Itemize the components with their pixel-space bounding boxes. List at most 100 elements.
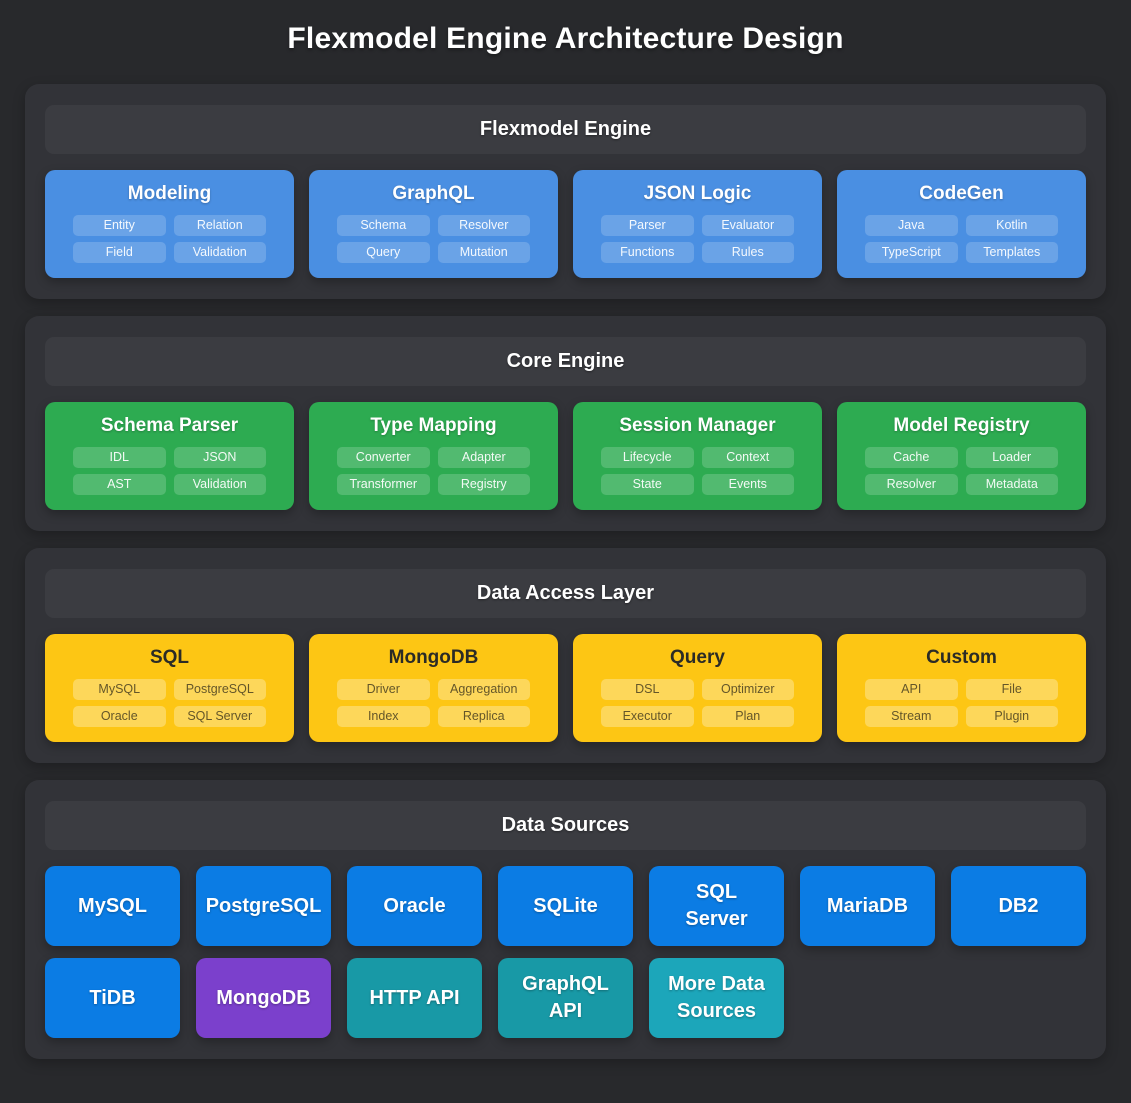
tile-sql-server: SQL Server	[649, 866, 784, 946]
tile-graphql-api: GraphQL API	[498, 958, 633, 1038]
card-title: CodeGen	[919, 183, 1004, 204]
tag-pill-api: API	[865, 679, 958, 700]
tag-pill-resolver: Resolver	[865, 474, 958, 495]
tag-pill-metadata: Metadata	[965, 474, 1058, 495]
card-title: Session Manager	[619, 415, 776, 436]
tile-sqlite: SQLite	[498, 866, 633, 946]
tag-pill-adapter: Adapter	[437, 447, 530, 468]
section-title: Core Engine	[506, 350, 625, 372]
tag-pill-registry: Registry	[437, 474, 530, 495]
tag-pill-parser: Parser	[601, 215, 694, 236]
tag-pill-ast: AST	[73, 474, 166, 495]
tag-pill-aggregation: Aggregation	[437, 679, 530, 700]
tag-pill-cache: Cache	[865, 447, 958, 468]
tag-pill-rules: Rules	[701, 242, 794, 263]
page-title: Flexmodel Engine Architecture Design	[287, 22, 844, 55]
tag-pill-field: Field	[73, 242, 166, 263]
tag-pill-evaluator: Evaluator	[701, 215, 794, 236]
card-title: MongoDB	[388, 647, 479, 668]
tag-pill-transformer: Transformer	[337, 474, 430, 495]
tag-pill-postgresql: PostgreSQL	[173, 679, 266, 700]
card-title: GraphQL	[392, 183, 475, 204]
tag-pill-idl: IDL	[73, 447, 166, 468]
tag-pill-file: File	[965, 679, 1058, 700]
tag-grid: IDL JSON AST Validation	[61, 447, 278, 495]
tag-pill-sql-server: SQL Server	[173, 706, 266, 727]
card-title: SQL	[149, 647, 190, 668]
section-title: Flexmodel Engine	[479, 118, 652, 140]
tag-pill-json: JSON	[173, 447, 266, 468]
tag-pill-relation: Relation	[173, 215, 266, 236]
card-title: Schema Parser	[100, 415, 239, 436]
tile-oracle: Oracle	[347, 866, 482, 946]
tag-pill-mutation: Mutation	[437, 242, 530, 263]
tag-pill-oracle: Oracle	[73, 706, 166, 727]
section-header: Data Access Layer	[45, 569, 1086, 618]
card-title: Query	[670, 647, 725, 668]
tag-pill-replica: Replica	[437, 706, 530, 727]
tile-mariadb: MariaDB	[800, 866, 935, 946]
card-title: Custom	[926, 647, 997, 668]
card-title: JSON Logic	[643, 183, 752, 204]
tag-pill-converter: Converter	[337, 447, 430, 468]
tile-db2: DB2	[951, 866, 1086, 946]
card-title: Modeling	[127, 183, 212, 204]
tag-pill-driver: Driver	[337, 679, 430, 700]
tag-pill-functions: Functions	[601, 242, 694, 263]
tag-pill-executor: Executor	[601, 706, 694, 727]
section-title: Data Sources	[501, 814, 630, 836]
tag-pill-state: State	[601, 474, 694, 495]
section-header: Core Engine	[45, 337, 1086, 386]
tile-http-api: HTTP API	[347, 958, 482, 1038]
tag-pill-validation: Validation	[173, 474, 266, 495]
tile-postgresql: PostgreSQL	[196, 866, 331, 946]
tile-mongodb: MongoDB	[196, 958, 331, 1038]
tag-pill-plan: Plan	[701, 706, 794, 727]
tag-pill-java: Java	[865, 215, 958, 236]
tag-pill-events: Events	[701, 474, 794, 495]
tag-pill-resolver: Resolver	[437, 215, 530, 236]
tag-pill-query: Query	[337, 242, 430, 263]
tag-pill-typescript: TypeScript	[865, 242, 958, 263]
tag-pill-context: Context	[701, 447, 794, 468]
tag-pill-loader: Loader	[965, 447, 1058, 468]
card-title: Type Mapping	[370, 415, 497, 436]
section-header: Data Sources	[45, 801, 1086, 850]
tag-pill-kotlin: Kotlin	[965, 215, 1058, 236]
tag-pill-optimizer: Optimizer	[701, 679, 794, 700]
tile-more-data-sources: More Data Sources	[649, 958, 784, 1038]
tile-mysql: MySQL	[45, 866, 180, 946]
tag-pill-index: Index	[337, 706, 430, 727]
tag-pill-plugin: Plugin	[965, 706, 1058, 727]
